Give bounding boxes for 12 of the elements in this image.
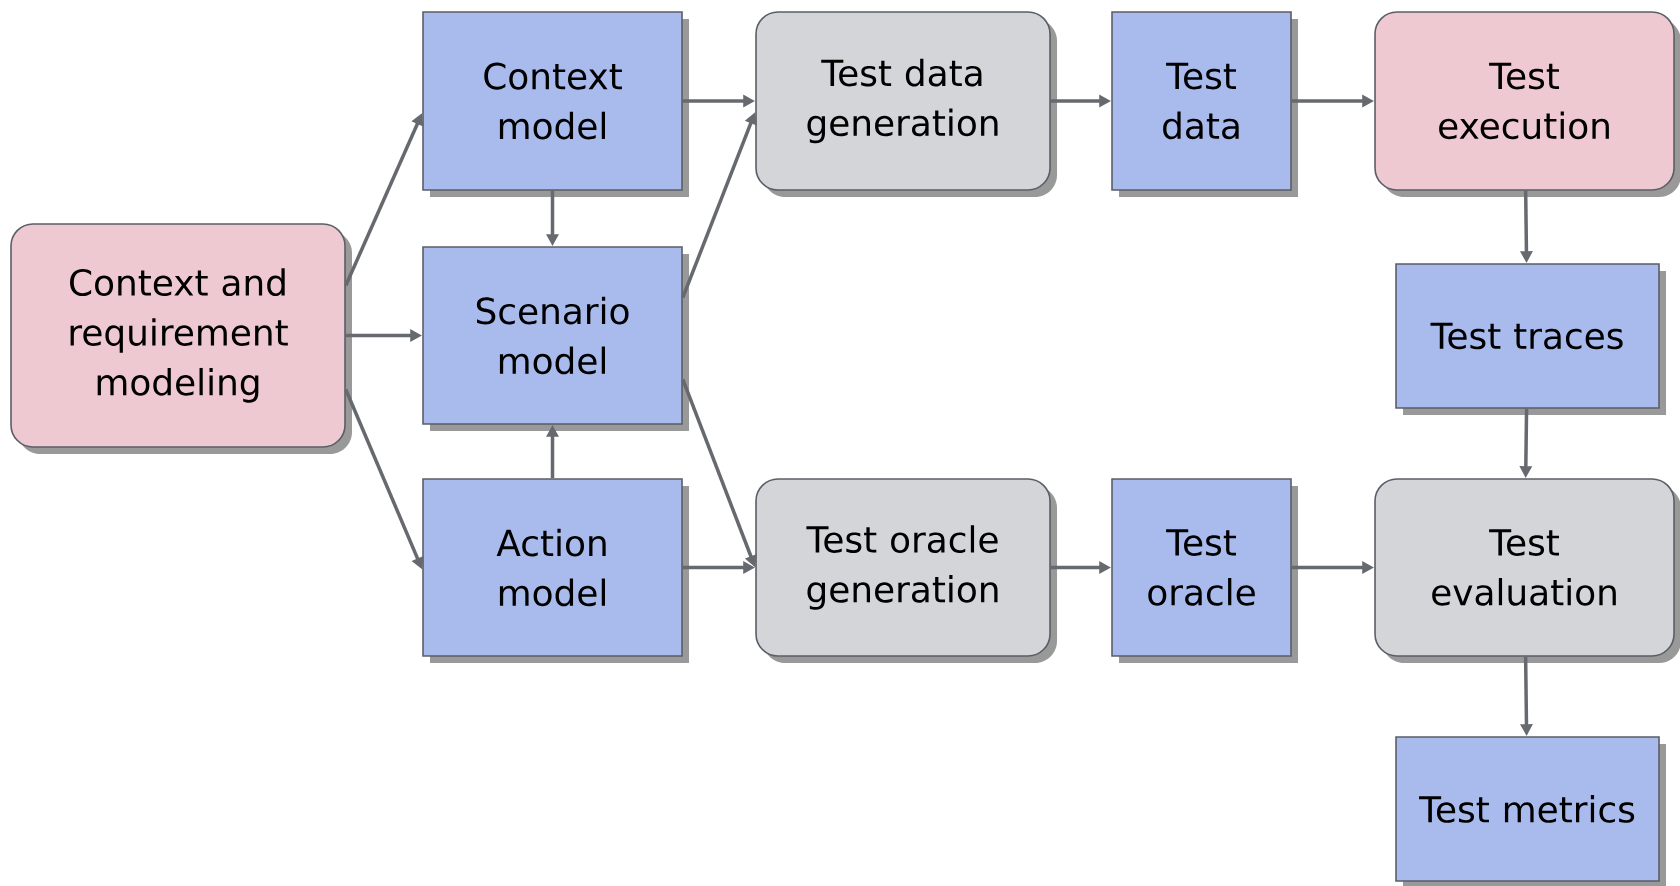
stage-box: Context and requirement modeling (10, 223, 352, 454)
artifact-box: Test oracle (1111, 478, 1298, 663)
artifact-box: Action model (422, 478, 689, 663)
process-box: Test evaluation (1374, 478, 1680, 663)
artifact-box: Context model (422, 11, 689, 197)
stage-box: Test execution (1374, 11, 1680, 197)
artifact-box: Scenario model (422, 246, 689, 431)
artifact-box: Test metrics (1395, 736, 1666, 886)
process-box: Test data generation (755, 11, 1057, 197)
artifact-box: Test traces (1395, 263, 1666, 415)
artifact-box: Test data (1111, 11, 1298, 197)
process-box: Test oracle generation (755, 478, 1057, 663)
